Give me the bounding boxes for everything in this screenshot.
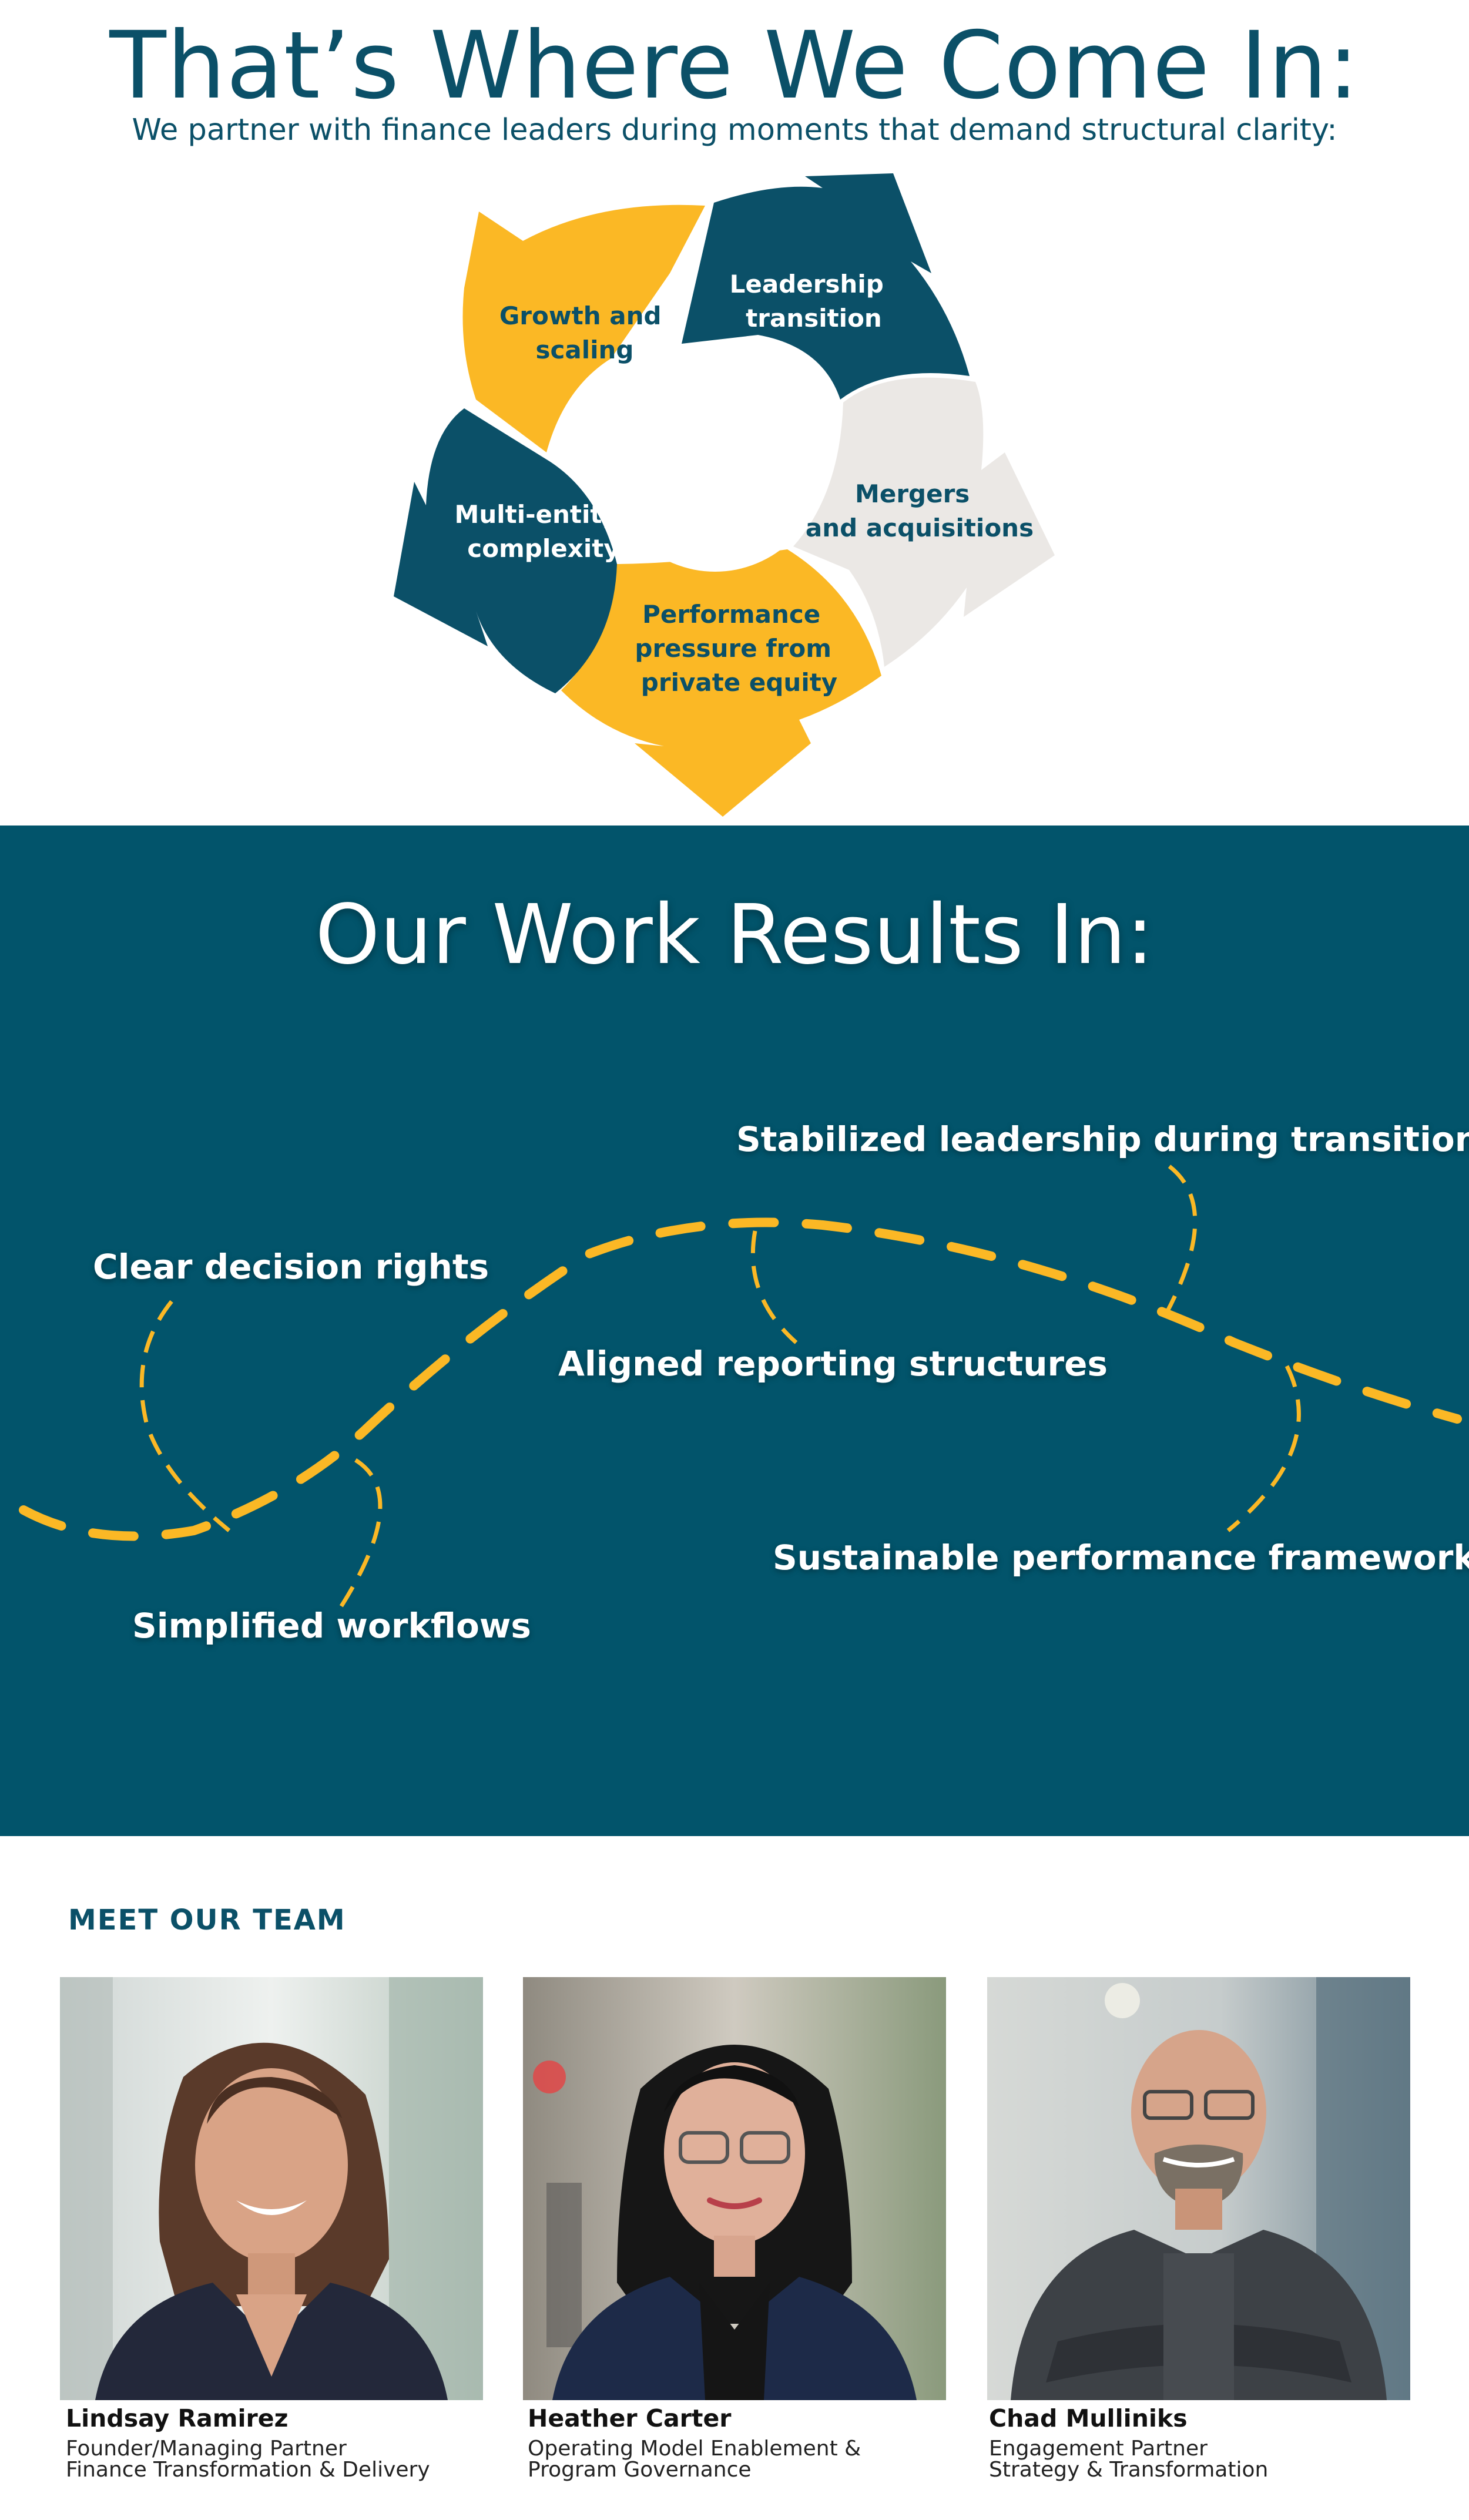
- team-member-name: Lindsay Ramirez: [66, 2404, 289, 2432]
- cycle-arrow-growth: [462, 204, 705, 452]
- results-title: Our Work Results In:: [315, 887, 1154, 983]
- team-member-role: Engagement Partner Strategy & Transforma…: [989, 2438, 1268, 2481]
- results-journey-path: [19, 1165, 1462, 1608]
- team-member-name: Heather Carter: [528, 2404, 732, 2432]
- cycle-label-performance-2: pressure from: [635, 634, 831, 663]
- team-photo-lindsay: [60, 1977, 483, 2400]
- results-section: Our Work Results In: Stabilized leadersh…: [0, 826, 1469, 1836]
- cycle-center: [606, 354, 824, 572]
- svg-text:Multi-entity complexity: Multi-entity complexity: [455, 500, 627, 563]
- svg-text:Leadership transition: Leadership transition: [730, 270, 893, 333]
- team-member-role: Founder/Managing Partner Finance Transfo…: [66, 2438, 430, 2481]
- cycle-label-performance-3: private equity: [641, 668, 837, 697]
- cycle-label-mergers-2: and acquisitions: [806, 514, 1034, 542]
- team-member-role-line2: Program Governance: [528, 2458, 752, 2482]
- portrait-placeholder: [987, 1977, 1410, 2400]
- connector-sustainable-frameworks: [1226, 1365, 1301, 1532]
- cycle-segment-multi-entity: Multi-entity complexity: [394, 408, 627, 693]
- team-member-role-line2: Finance Transformation & Delivery: [66, 2458, 430, 2482]
- team-member-name: Chad Mulliniks: [989, 2404, 1188, 2432]
- cycle-segment-leadership: Leadership transition: [682, 173, 970, 400]
- team-photo-heather: [523, 1977, 946, 2400]
- team-member-role: Operating Model Enablement & Program Gov…: [528, 2438, 861, 2481]
- result-clear-decision-rights: Clear decision rights: [93, 1247, 489, 1287]
- team-member-role-line1: Founder/Managing Partner: [66, 2437, 347, 2461]
- cycle-label-performance-1: Performance: [642, 600, 820, 629]
- svg-text:Performance pressure fro: Performance pressure from private equity: [635, 600, 840, 697]
- svg-text:Mergers and acquisitions: Mergers and acquisitions: [806, 479, 1034, 542]
- connector-clear-decision-rights: [139, 1300, 231, 1532]
- cycle-label-growth-2: scaling: [536, 335, 634, 364]
- team-heading: MEET OUR TEAM: [68, 1904, 346, 1937]
- cycle-label-mergers-1: Mergers: [855, 479, 970, 508]
- cycle-segment-growth: Growth and scaling: [462, 204, 705, 452]
- result-sustainable-frameworks: Sustainable performance frameworks: [773, 1538, 1469, 1578]
- portrait-placeholder: [60, 1977, 483, 2400]
- result-stabilized-leadership: Stabilized leadership during transition: [736, 1119, 1469, 1159]
- cycle-arrow-mergers: [793, 377, 1055, 667]
- cycle-segment-performance: Performance pressure from private equity: [561, 549, 881, 817]
- journey-main-curve: [19, 1217, 1462, 1541]
- connector-aligned-reporting: [750, 1230, 798, 1344]
- result-aligned-reporting: Aligned reporting structures: [558, 1344, 1108, 1384]
- svg-text:Growth and scaling: Growth and scaling: [499, 301, 670, 364]
- cycle-segment-mergers: Mergers and acquisitions: [793, 377, 1055, 667]
- result-simplified-workflows: Simplified workflows: [132, 1606, 531, 1646]
- page-title: That’s Where We Come In:: [109, 12, 1360, 120]
- cycle-label-growth-1: Growth and: [499, 301, 662, 330]
- team-member-role-line2: Strategy & Transformation: [989, 2458, 1269, 2482]
- connector-simplified-workflows: [339, 1458, 383, 1608]
- page-subtitle: We partner with finance leaders during m…: [132, 113, 1337, 147]
- cycle-arrow-performance: [561, 549, 881, 817]
- team-member-role-line1: Operating Model Enablement &: [528, 2437, 861, 2461]
- team-photo-chad: [987, 1977, 1410, 2400]
- cycle-label-leadership-2: transition: [746, 304, 882, 333]
- cycle-label-multi-entity-2: complexity: [467, 534, 619, 563]
- cycle-diagram: Growth and scaling Leadership transition…: [394, 173, 1055, 817]
- cycle-label-leadership-1: Leadership: [730, 270, 884, 298]
- connector-stabilized-leadership: [1164, 1165, 1198, 1314]
- team-member-role-line1: Engagement Partner: [989, 2437, 1208, 2461]
- cycle-arrow-leadership: [682, 173, 970, 400]
- cycle-label-multi-entity-1: Multi-entity: [455, 500, 618, 529]
- cycle-arrow-multi-entity: [394, 408, 617, 693]
- portrait-placeholder: [523, 1977, 946, 2400]
